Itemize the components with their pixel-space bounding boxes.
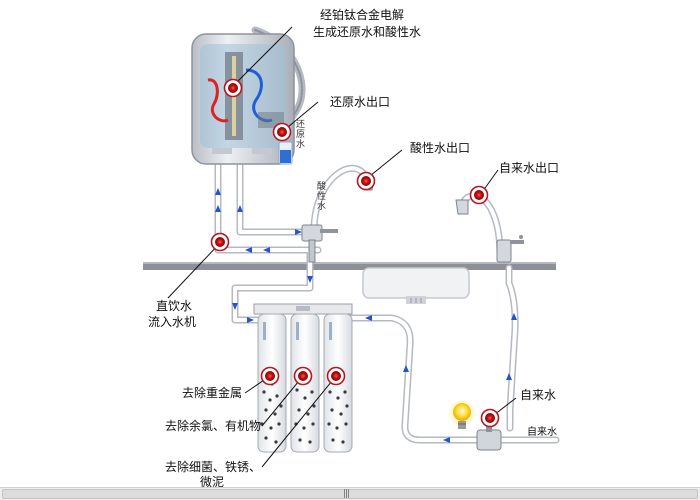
countertop bbox=[143, 262, 556, 270]
marker bbox=[293, 366, 313, 386]
label-remove-bacteria-line2: 微泥 bbox=[200, 475, 225, 489]
filter-housing bbox=[253, 303, 353, 315]
vertical-label-acidic-tube: 酸性水 bbox=[317, 182, 327, 212]
marker bbox=[223, 78, 243, 98]
label-direct-drink-line2: 流入水机 bbox=[148, 315, 197, 329]
label-acidic-outlet: 酸性水出口 bbox=[410, 141, 471, 155]
water-cup bbox=[278, 141, 293, 165]
label-tap-water: 自来水 bbox=[520, 388, 557, 402]
marker bbox=[469, 185, 489, 205]
label-electrolysis-line1: 经铂钛合金电解 bbox=[320, 8, 405, 22]
label-remove-bacteria-line1: 去除细菌、铁锈、 bbox=[165, 460, 262, 474]
label-direct-drink-line1: 直饮水 bbox=[156, 299, 193, 313]
tap-water-faucet bbox=[455, 199, 524, 263]
horizontal-scrollbar[interactable]: ||| bbox=[0, 487, 700, 500]
label-tap-outlet: 自来水出口 bbox=[499, 161, 560, 175]
marker bbox=[480, 408, 500, 428]
marker bbox=[260, 366, 280, 386]
vertical-label-reduced-tube: 还原水 bbox=[296, 120, 306, 150]
lightbulb-icon bbox=[449, 400, 475, 429]
label-electrolysis-line2: 生成还原水和酸性水 bbox=[313, 25, 422, 39]
marker bbox=[210, 232, 230, 252]
marker bbox=[326, 366, 346, 386]
label-remove-chlorine: 去除余氯、有机物 bbox=[165, 419, 262, 433]
label-remove-heavy-metals: 去除重金属 bbox=[182, 386, 243, 400]
water-ionizer-machine bbox=[191, 33, 295, 165]
marker bbox=[272, 122, 292, 142]
label-reduced-outlet: 还原水出口 bbox=[330, 95, 391, 109]
scrollbar-thumb[interactable]: ||| bbox=[2, 489, 698, 499]
inlet-valve bbox=[476, 426, 502, 451]
sink-basin bbox=[362, 267, 470, 304]
flow-arrows bbox=[215, 188, 517, 443]
scrollbar-grip-icon: ||| bbox=[343, 489, 350, 499]
label-tap-water-inlet: 自来水 bbox=[527, 427, 557, 438]
marker bbox=[356, 171, 376, 191]
